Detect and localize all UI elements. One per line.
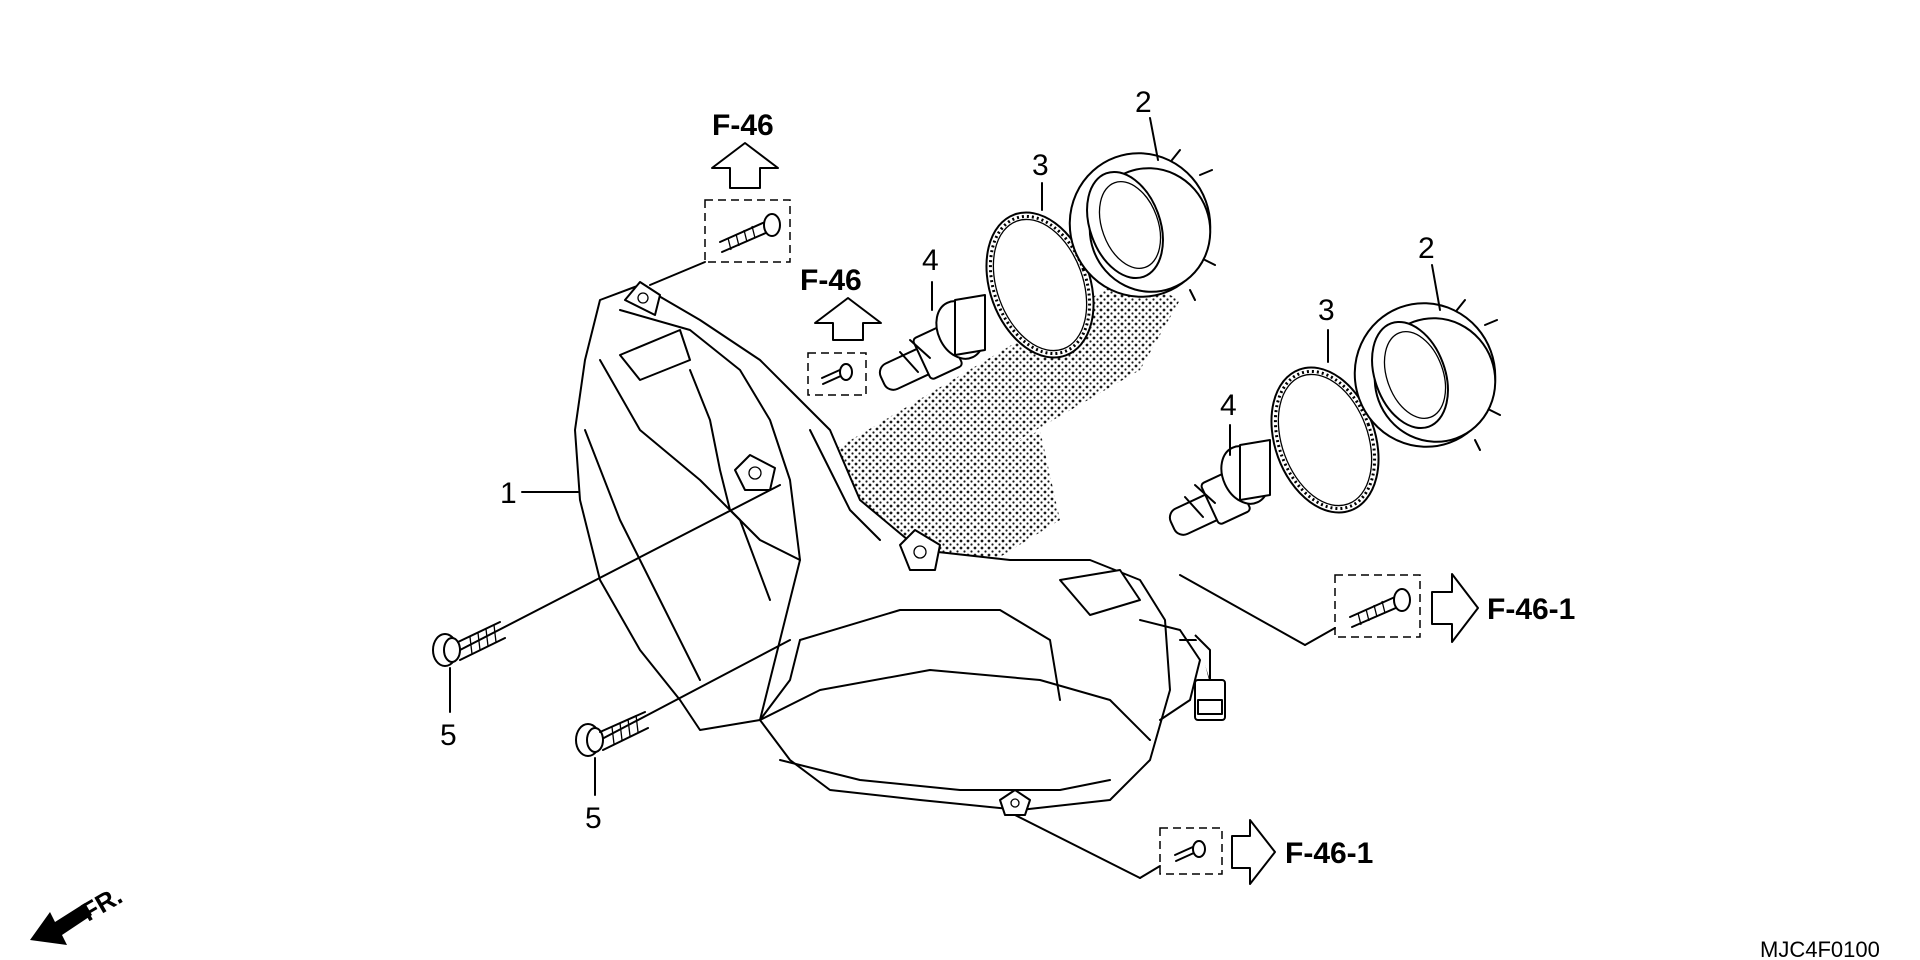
ref-f46-screw[interactable]: F-46 (800, 264, 862, 297)
callout-4-lower: 4 (1220, 389, 1237, 422)
upper-screw-group (807, 297, 882, 396)
callout-5-upper: 5 (440, 719, 457, 752)
reference-arrow-up-icon (711, 142, 779, 189)
bolt-left-lower (575, 639, 791, 796)
headlight-housing (574, 281, 1226, 816)
bolt-left-upper (432, 484, 781, 713)
callout-4-upper: 4 (922, 244, 939, 277)
reference-arrow-right-icon (1431, 573, 1479, 643)
callout-1: 1 (500, 477, 517, 510)
right-bolt-group (1179, 573, 1479, 646)
upper-bolt-group (649, 142, 791, 286)
callout-2-lower: 2 (1418, 232, 1435, 265)
reference-arrow-right-icon (1231, 819, 1276, 885)
bottom-screw-group (1014, 814, 1276, 885)
callout-5-lower: 5 (585, 802, 602, 835)
callout-2-upper: 2 (1135, 86, 1152, 119)
bulb-lower (1168, 424, 1271, 536)
reference-arrow-up-icon (814, 297, 882, 341)
callout-3-upper: 3 (1032, 149, 1049, 182)
socket-cover-lower (1353, 264, 1501, 451)
ref-f46-1-screw[interactable]: F-46-1 (1285, 837, 1373, 870)
bulb-upper (878, 281, 986, 391)
ref-f46-1-bolt[interactable]: F-46-1 (1487, 593, 1575, 626)
seal-ring-upper (985, 182, 1095, 359)
ref-f46-bolt[interactable]: F-46 (712, 109, 774, 142)
callout-3-lower: 3 (1318, 294, 1335, 327)
seal-ring-lower (1270, 329, 1380, 514)
front-direction-arrow-icon (30, 903, 92, 945)
socket-cover-upper (1068, 117, 1216, 301)
diagram-code: MJC4F0100 (1760, 937, 1880, 960)
